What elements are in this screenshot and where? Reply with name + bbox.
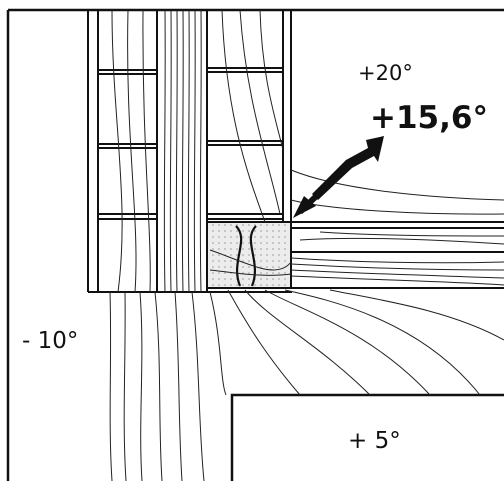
adjacent-room-box bbox=[230, 393, 504, 481]
outer-frame bbox=[6, 8, 504, 481]
inside-temperature-label: +20° bbox=[358, 61, 413, 85]
wall-structure bbox=[87, 10, 292, 293]
beam-connector bbox=[206, 221, 292, 289]
adjacent-room-temperature-label: + 5° bbox=[348, 428, 401, 454]
isotherm-lines bbox=[109, 9, 504, 481]
critical-temperature-label: +15,6° bbox=[370, 100, 488, 136]
arrow-pointer-icon bbox=[293, 136, 384, 218]
floor-element bbox=[290, 221, 504, 289]
outside-temperature-label: - 10° bbox=[22, 328, 78, 354]
